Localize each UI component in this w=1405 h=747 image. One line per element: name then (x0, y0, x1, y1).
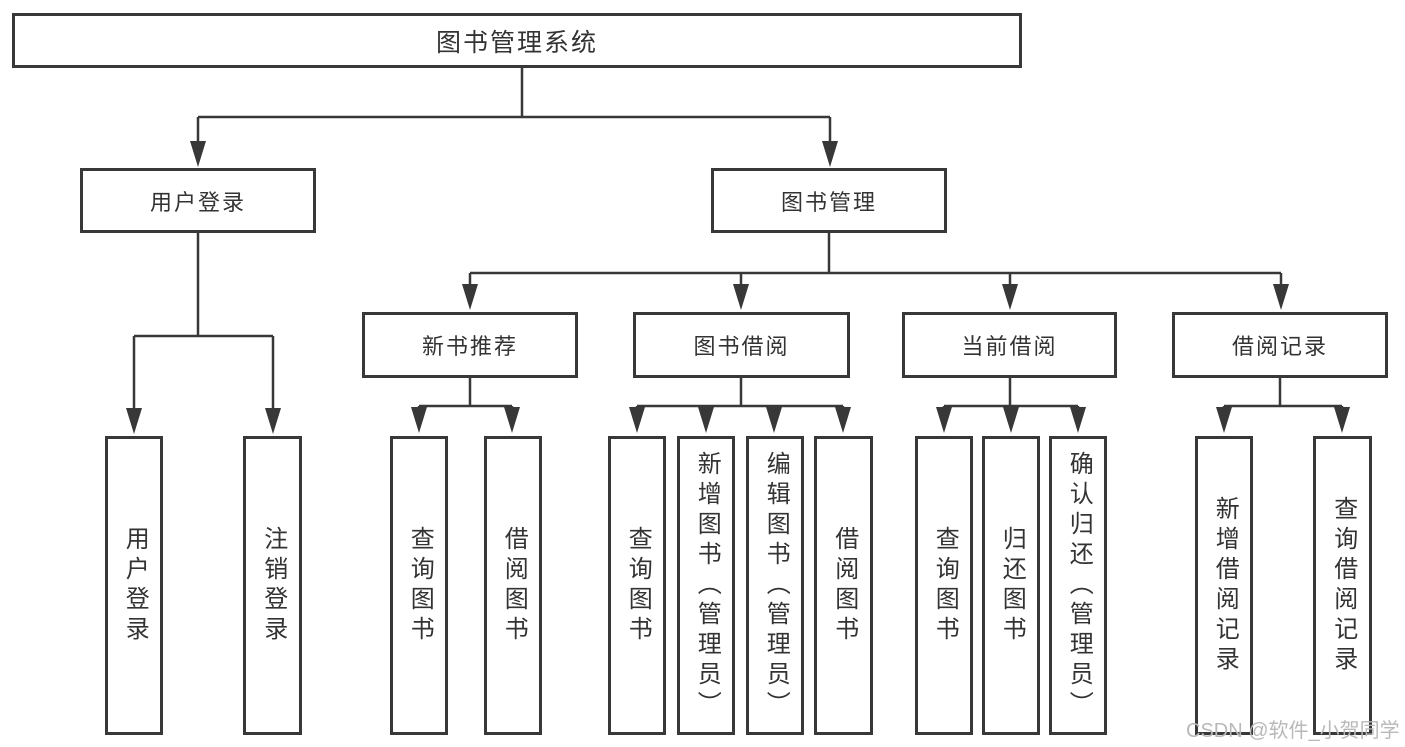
leaf-add-books-admin: 新增图书（管理员） (677, 436, 735, 735)
leaf-logout-login-label: 注销登录 (259, 525, 287, 646)
node-new-book-recommendation: 新书推荐 (362, 312, 578, 378)
node-book-management-label: 图书管理 (780, 189, 877, 215)
leaf-borrow-books-recommend: 借阅图书 (484, 436, 542, 735)
edges-user-login (126, 232, 281, 434)
leaf-confirm-return-admin-label: 确认归还（管理员） (1065, 450, 1093, 721)
arrowhead-icon (936, 407, 1086, 433)
node-book-borrowing-label: 图书借阅 (693, 334, 790, 359)
node-library-management-system: 图书管理系统 (12, 13, 1022, 68)
arrowhead-icon (629, 407, 851, 433)
leaf-user-login-label: 用户登录 (121, 525, 149, 646)
node-book-borrowing: 图书借阅 (633, 312, 850, 378)
edges-root (190, 67, 838, 167)
edges-book-management (462, 232, 1289, 310)
leaf-user-login: 用户登录 (105, 436, 163, 735)
leaf-query-books-borrowing: 查询图书 (608, 436, 666, 735)
arrowhead-icon (411, 407, 520, 433)
node-book-management: 图书管理 (711, 168, 947, 233)
leaf-query-books-recommend-label: 查询图书 (406, 525, 434, 646)
edges-current-borrowing (936, 377, 1086, 433)
leaf-query-books-borrowing-label: 查询图书 (624, 525, 652, 646)
connector-path (635, 377, 845, 409)
connector-path (196, 67, 832, 143)
leaf-add-books-admin-label: 新增图书（管理员） (693, 450, 721, 721)
csdn-watermark: CSDN @软件_小贺同学 (1186, 720, 1400, 742)
arrowhead-icon (190, 141, 838, 167)
node-new-book-recommendation-label: 新书推荐 (421, 334, 518, 359)
leaf-query-borrow-record-label: 查询借阅记录 (1329, 495, 1357, 676)
connector-path (942, 377, 1080, 409)
leaf-query-borrow-record: 查询借阅记录 (1313, 436, 1372, 735)
node-library-management-system-label: 图书管理系统 (435, 28, 598, 57)
connector-path (132, 232, 275, 410)
leaf-return-books: 归还图书 (982, 436, 1040, 735)
leaf-borrow-books-recommend-label: 借阅图书 (500, 525, 528, 646)
leaf-edit-books-admin-label: 编辑图书（管理员） (762, 450, 790, 721)
leaf-add-borrow-record-label: 新增借阅记录 (1211, 495, 1239, 676)
node-user-login: 用户登录 (80, 168, 316, 233)
leaf-borrow-books-borrowing: 借阅图书 (814, 436, 873, 735)
connector-path (468, 232, 1283, 287)
leaf-borrow-books-borrowing-label: 借阅图书 (830, 525, 858, 646)
leaf-query-books-current-label: 查询图书 (931, 525, 959, 646)
node-borrowing-records: 借阅记录 (1172, 312, 1388, 378)
node-current-borrowing-label: 当前借阅 (961, 334, 1058, 359)
leaf-add-borrow-record: 新增借阅记录 (1195, 436, 1253, 735)
node-current-borrowing: 当前借阅 (902, 312, 1117, 378)
leaf-query-books-current: 查询图书 (915, 436, 973, 735)
arrowhead-icon (462, 284, 1289, 310)
arrowhead-icon (1216, 407, 1350, 433)
arrowhead-icon (126, 408, 281, 434)
node-borrowing-records-label: 借阅记录 (1231, 334, 1328, 359)
connector-path (1222, 377, 1344, 409)
edges-new-book-recommendation (411, 377, 520, 433)
leaf-edit-books-admin: 编辑图书（管理员） (746, 436, 804, 735)
node-user-login-label: 用户登录 (149, 189, 246, 215)
leaf-confirm-return-admin: 确认归还（管理员） (1049, 436, 1107, 735)
leaf-return-books-label: 归还图书 (998, 525, 1026, 646)
edges-borrowing-records (1216, 377, 1350, 433)
leaf-query-books-recommend: 查询图书 (390, 436, 448, 735)
connector-path (417, 377, 514, 409)
edges-book-borrowing (629, 377, 851, 433)
leaf-logout-login: 注销登录 (243, 436, 302, 735)
